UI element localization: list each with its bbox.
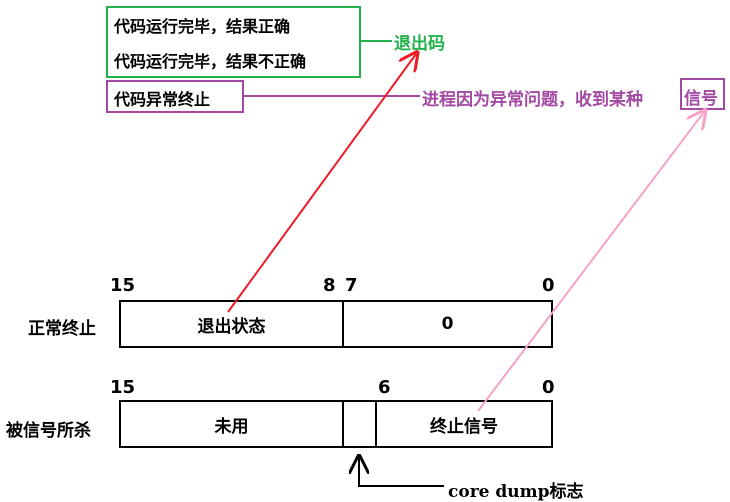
core-dump-label: core dump标志 [448, 482, 584, 502]
unused-cell: 未用 [119, 400, 344, 448]
exit-status-arrow [227, 54, 416, 313]
core-dump-arrow [359, 458, 444, 487]
normal-termination-label: 正常终止 [28, 319, 96, 339]
bit-6-signal: 6 [378, 377, 391, 398]
abnormal-termination-box [106, 80, 244, 113]
abnormal-termination-text: 代码异常终止 [114, 90, 211, 109]
signal-killed-label: 被信号所杀 [6, 421, 91, 441]
bit-8-normal: 8 [323, 275, 336, 296]
exit-code-line2: 代码运行完毕，结果不正确 [114, 52, 307, 71]
termination-signal-arrow [477, 112, 704, 412]
bit-0-signal: 0 [542, 377, 555, 398]
normal-low-byte-cell: 0 [342, 300, 553, 348]
exit-code-line1: 代码运行完毕，结果正确 [114, 17, 291, 36]
bit-7-normal: 7 [345, 275, 358, 296]
bit-0-normal: 0 [542, 275, 555, 296]
signal-label-highlight: 信号 [684, 89, 718, 109]
bit-15-normal: 15 [110, 275, 136, 296]
signal-label-prefix: 进程因为异常问题，收到某种 [422, 90, 643, 110]
exit-code-box [106, 6, 361, 78]
termination-signal-cell: 终止信号 [375, 400, 553, 448]
bit-15-signal: 15 [110, 377, 136, 398]
